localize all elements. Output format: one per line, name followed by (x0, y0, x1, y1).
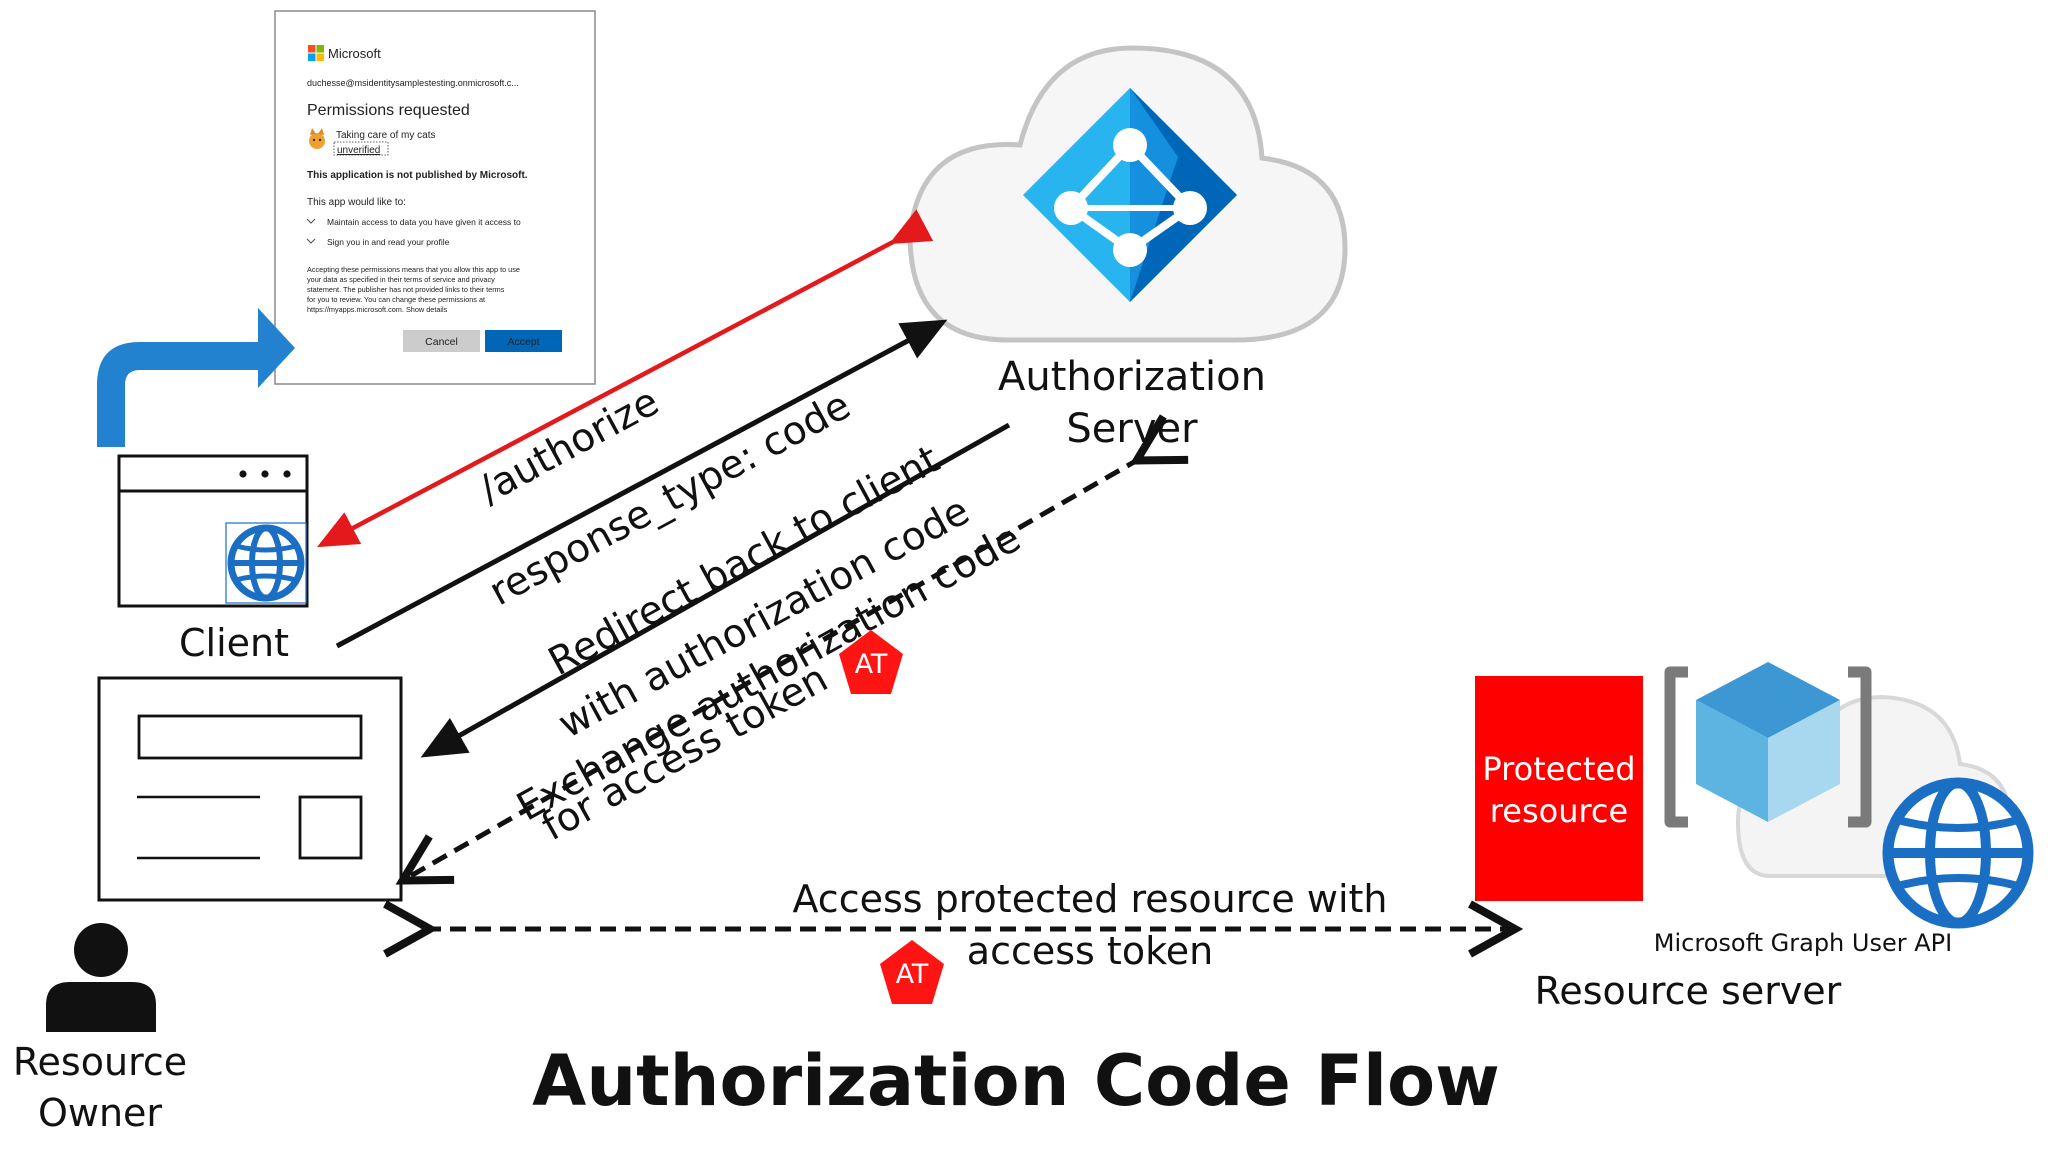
cube-icon (1696, 662, 1840, 822)
accept-button[interactable]: Accept (485, 330, 562, 352)
person-icon (46, 923, 156, 1032)
cancel-button[interactable]: Cancel (403, 330, 480, 352)
client-label: Client (179, 621, 289, 665)
dialog-disclaimer-line: statement. The publisher has not provide… (307, 285, 505, 294)
cancel-button-label: Cancel (425, 336, 458, 348)
api-bracket-icon (1664, 666, 1872, 828)
authorization-server-label: Server (1066, 406, 1198, 452)
dialog-disclaimer-line: Accepting these permissions means that y… (307, 265, 520, 274)
exchange-arrow (395, 414, 1189, 885)
bent-arrow-icon (97, 308, 295, 447)
authorization-server-label: Authorization (998, 354, 1266, 400)
globe-icon (1882, 777, 2034, 929)
permission-label: Maintain access to data you have given i… (327, 217, 521, 227)
web-app-form-icon (97, 676, 403, 902)
client-browser-icon (117, 454, 309, 608)
dialog-account: duchesse@msidentitysamplestesting.onmicr… (307, 78, 519, 88)
dialog-not-published: This application is not published by Mic… (307, 170, 528, 181)
chevron-down-icon (306, 218, 316, 224)
protected-resource-label: resource (1490, 792, 1628, 830)
cat-app-icon (309, 128, 325, 149)
dialog-disclaimer-line: your data as specified in their terms of… (307, 275, 495, 284)
protected-resource-label: Protected (1482, 750, 1635, 788)
consent-dialog: Microsoft duchesse@msidentitysamplestest… (274, 10, 596, 385)
microsoft-logo-icon (308, 45, 324, 61)
globe-icon (227, 524, 305, 602)
access-label: Access protected resource with (792, 877, 1387, 921)
access-label: access token (967, 929, 1213, 973)
permission-label: Sign you in and read your profile (327, 237, 450, 247)
token-badge-label: AT (896, 959, 929, 990)
permission-item[interactable]: Maintain access to data you have given i… (306, 217, 521, 227)
graph-api-label: Microsoft Graph User API (1654, 929, 1952, 957)
access-token-badge: AT (839, 630, 903, 694)
entra-id-icon (1023, 88, 1237, 302)
permission-item[interactable]: Sign you in and read your profile (306, 237, 450, 247)
dialog-unverified-link[interactable]: unverified (337, 145, 380, 156)
dialog-intro: This app would like to: (307, 197, 406, 208)
dialog-disclaimer-line: https://myapps.microsoft.com. Show detai… (307, 305, 448, 314)
dialog-heading: Permissions requested (307, 102, 470, 119)
chevron-down-icon (306, 238, 316, 244)
dialog-disclaimer-line: for you to review. You can change these … (307, 295, 485, 304)
resource-owner-label: Resource (13, 1040, 187, 1084)
token-badge-label: AT (855, 649, 888, 680)
accept-button-label: Accept (507, 336, 539, 348)
diagram-title: Authorization Code Flow (532, 1040, 1500, 1122)
resource-server-label: Resource server (1535, 969, 1842, 1013)
protected-resource-box: Protected resource (1475, 676, 1643, 901)
access-token-badge: AT (880, 940, 944, 1004)
dialog-brand: Microsoft (328, 46, 381, 61)
resource-owner-label: Owner (38, 1091, 162, 1135)
dialog-app-name: Taking care of my cats (336, 130, 435, 141)
